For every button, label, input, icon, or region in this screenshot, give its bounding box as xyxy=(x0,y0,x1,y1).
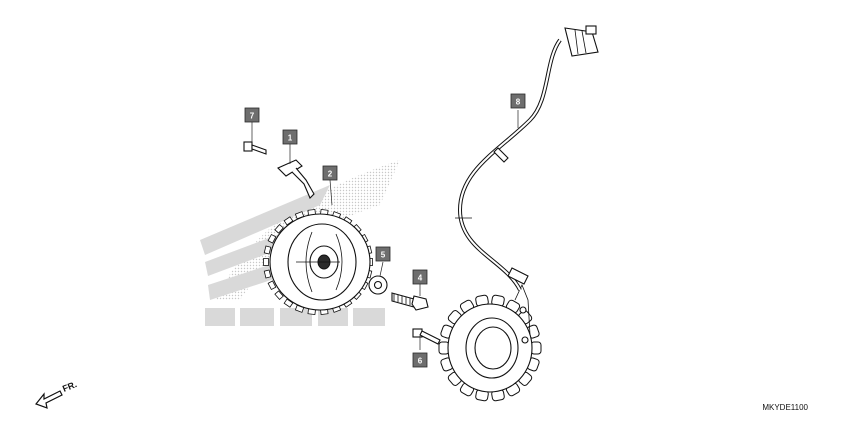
flywheel-tooth xyxy=(263,258,269,266)
callout-2-label: 2 xyxy=(328,170,333,179)
callout-8[interactable]: 8 xyxy=(510,93,526,109)
bracket xyxy=(277,159,315,199)
callout-2[interactable]: 2 xyxy=(322,165,338,181)
flywheel-tooth xyxy=(263,269,272,279)
flywheel-tooth xyxy=(283,298,294,308)
callout-6-label: 7 xyxy=(250,112,255,121)
callout-4-label: 4 xyxy=(418,274,423,283)
callout-8-label: 8 xyxy=(516,98,521,107)
forward-arrow-icon xyxy=(35,390,63,409)
flywheel-tooth xyxy=(274,290,284,300)
stator-bolt xyxy=(412,328,441,345)
wire-harness xyxy=(455,38,562,291)
flywheel-bolt xyxy=(391,292,429,311)
flywheel-tooth xyxy=(263,245,272,255)
wire-connector xyxy=(564,25,599,57)
washer xyxy=(368,275,388,295)
callout-1[interactable]: 1 xyxy=(282,129,298,145)
flywheel-tooth xyxy=(267,280,277,291)
flywheel-tooth xyxy=(267,233,277,244)
callout-4[interactable]: 4 xyxy=(412,269,428,285)
callout-1-label: 1 xyxy=(288,134,293,143)
forward-direction: FR. xyxy=(35,379,78,409)
diagram-code: MKYDE1100 xyxy=(762,403,808,412)
forward-label: FR. xyxy=(61,379,78,394)
callout-5-label: 5 xyxy=(381,251,386,260)
callout-6[interactable]: 7 xyxy=(244,107,260,123)
callout-7[interactable]: 6 xyxy=(412,352,428,368)
flywheel-tooth xyxy=(274,224,284,234)
stator xyxy=(438,283,542,402)
leader-lines xyxy=(251,110,519,350)
callout-7-label: 6 xyxy=(418,357,423,366)
flywheel-tooth xyxy=(283,216,294,226)
flywheel xyxy=(263,209,373,315)
screw xyxy=(243,141,267,155)
callout-5[interactable]: 5 xyxy=(375,246,391,262)
